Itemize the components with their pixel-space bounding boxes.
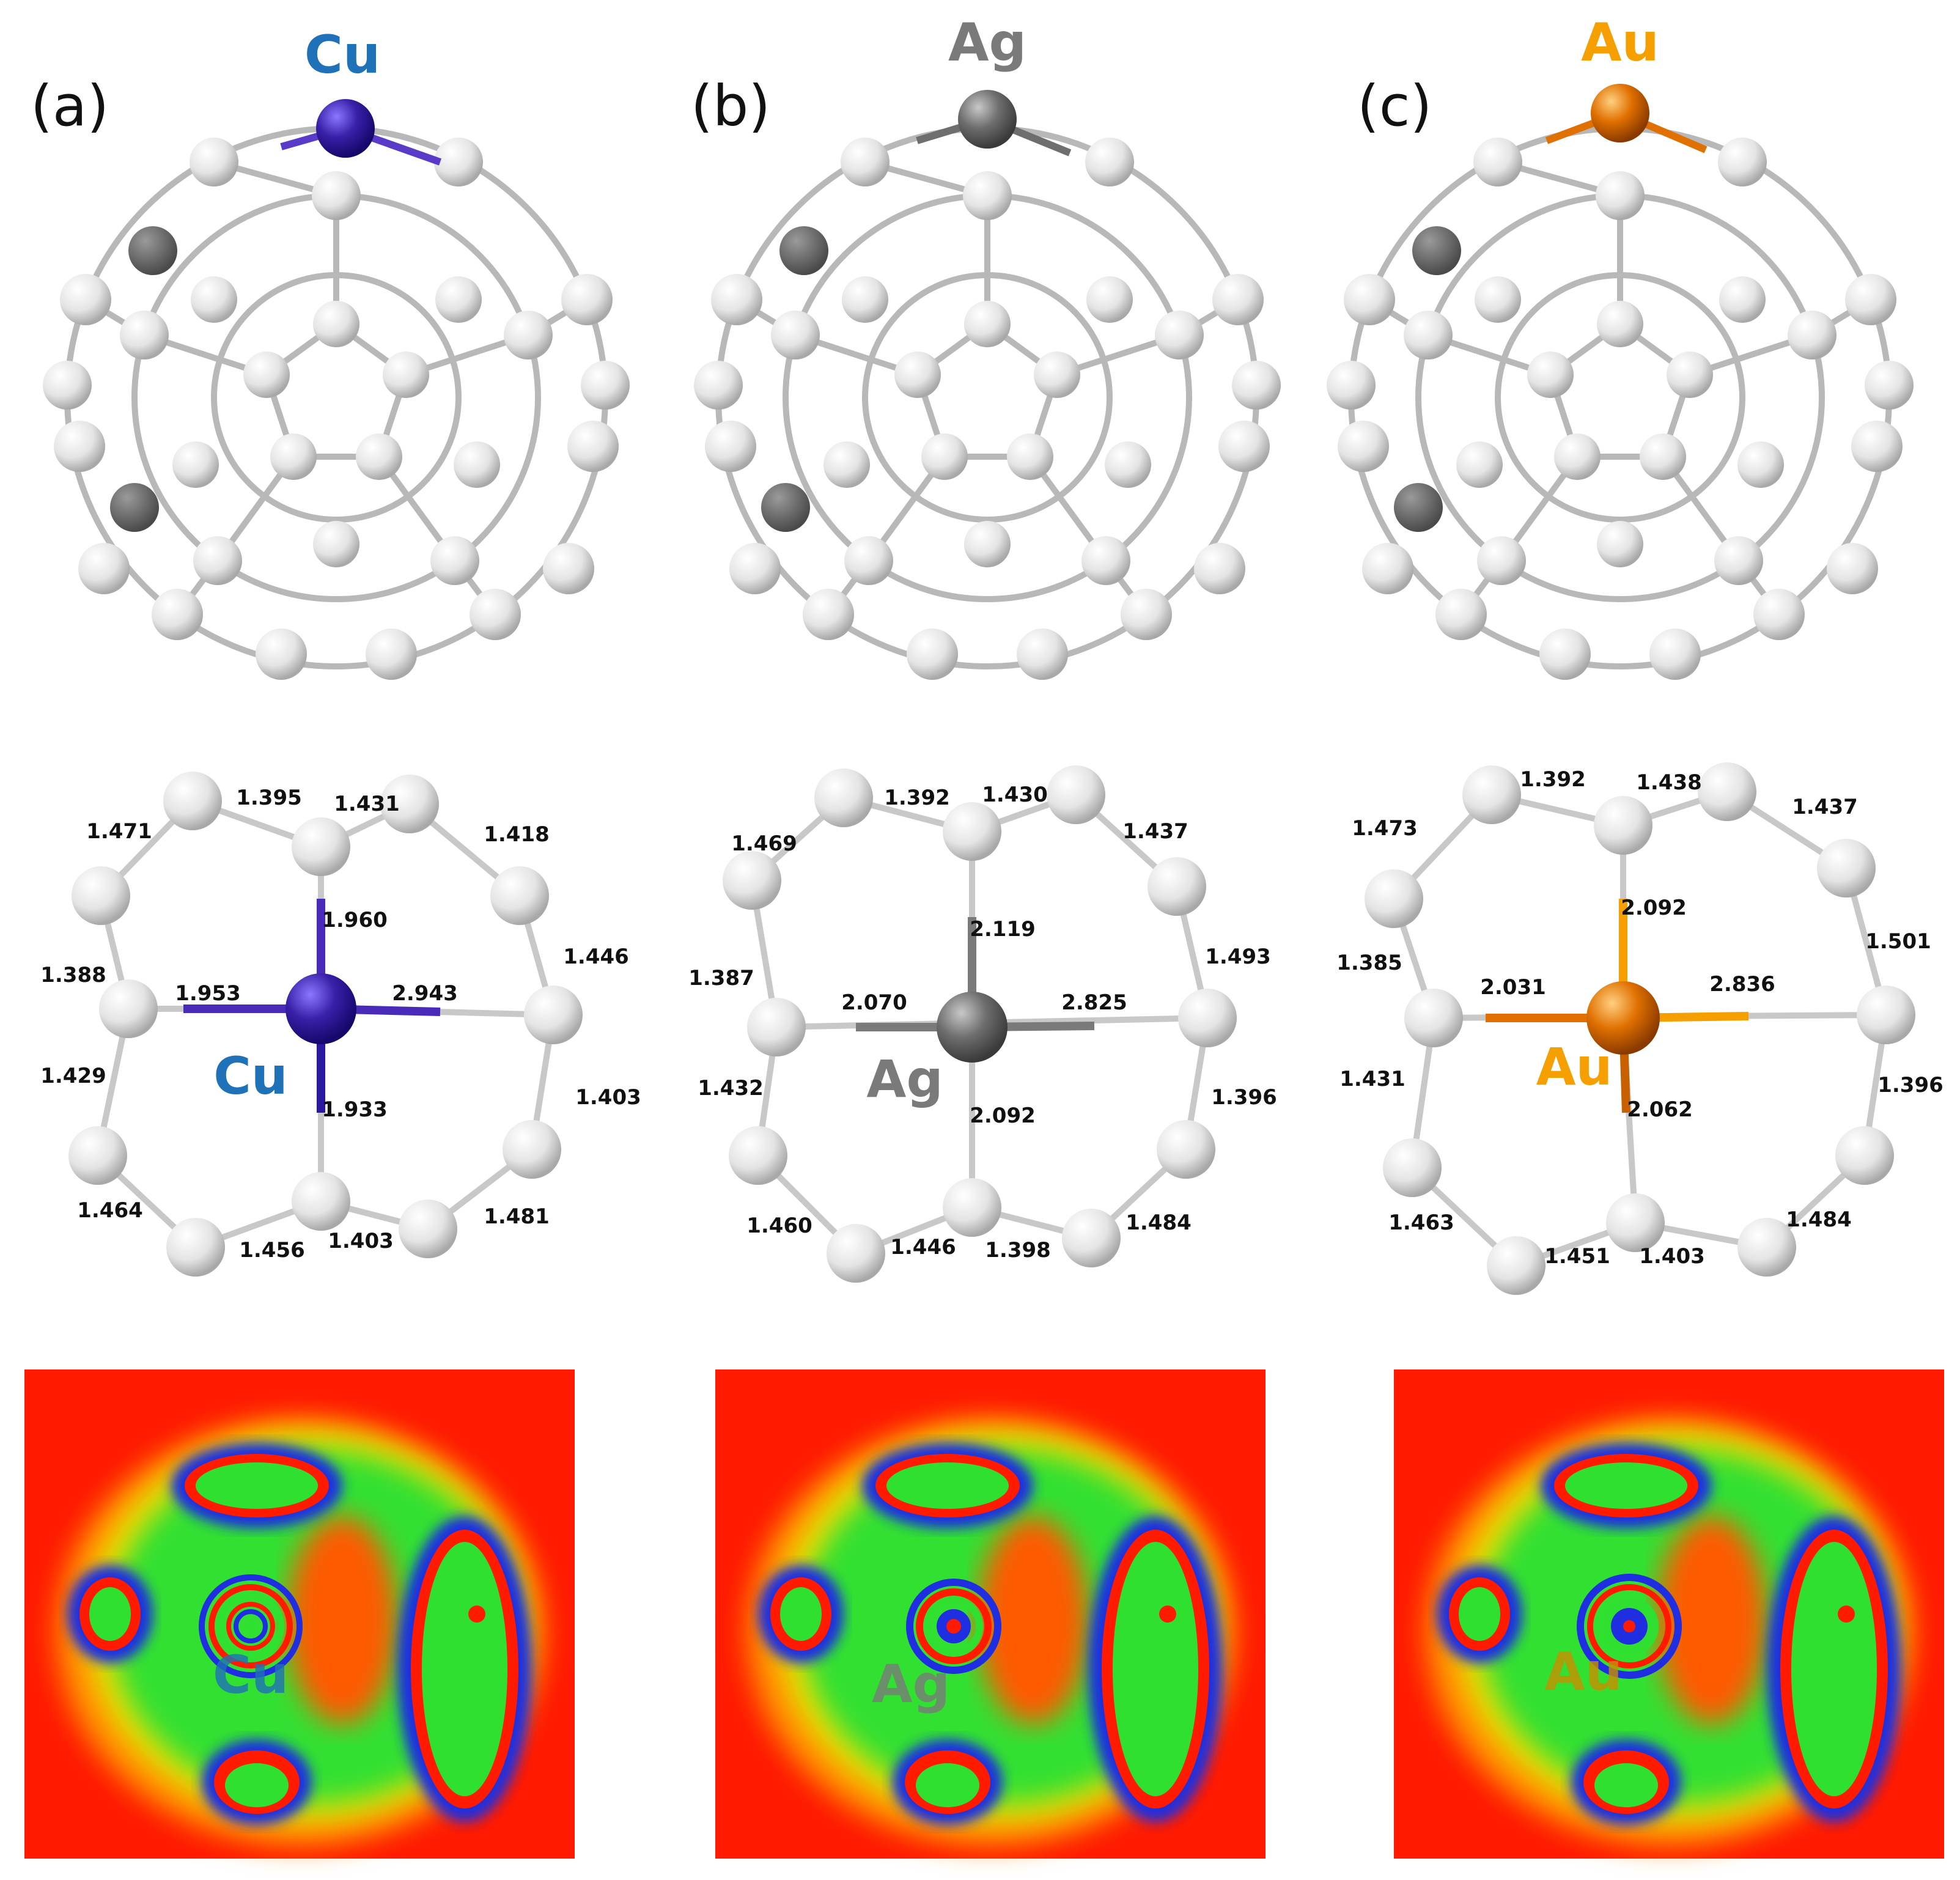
bond-label: 2.119	[970, 917, 1036, 942]
ring-structure-b	[723, 765, 1237, 1283]
elf-map-c	[1394, 1369, 1944, 1859]
metal-label-cu: Cu	[213, 1046, 288, 1106]
bond-label: 1.464	[77, 1198, 143, 1223]
elf-map-b	[715, 1369, 1266, 1859]
bond-label: 1.430	[982, 783, 1048, 807]
bond-label: 1.398	[985, 1238, 1051, 1263]
metal-title-au: Au	[1581, 12, 1659, 73]
bond-label: 1.432	[698, 1076, 764, 1100]
cu-atom-cage	[316, 99, 375, 158]
bond-label: 1.960	[322, 908, 388, 932]
bond-label: 1.418	[484, 822, 550, 847]
bond-label: 1.437	[1792, 795, 1858, 819]
bond-label: 1.388	[40, 963, 106, 987]
ag-atom-cage	[958, 90, 1017, 149]
bond-label: 1.484	[1786, 1207, 1852, 1232]
bond-label: 1.933	[322, 1097, 388, 1122]
bond-label: 1.501	[1865, 929, 1931, 954]
bond-label: 1.953	[175, 981, 241, 1006]
bond-label: 2.825	[1061, 990, 1127, 1015]
bond-label: 1.469	[731, 831, 797, 856]
bond-label: 1.446	[563, 945, 629, 969]
metal-label-ag: Ag	[866, 1049, 943, 1109]
bond-label: 1.392	[1520, 767, 1586, 792]
metal-title-ag: Ag	[948, 12, 1027, 73]
bond-label: 2.836	[1709, 972, 1775, 997]
cu-atom-ring	[286, 973, 356, 1044]
ring-structure-c	[1365, 762, 1915, 1295]
bond-label: 2.062	[1627, 1097, 1693, 1122]
bond-label: 1.396	[1877, 1073, 1943, 1097]
bond-label: 1.451	[1544, 1244, 1610, 1269]
bond-label: 1.438	[1636, 770, 1702, 795]
map-label-au: Au	[1544, 1642, 1623, 1703]
bond-label: 1.395	[236, 786, 302, 810]
map-label-cu: Cu	[212, 1645, 289, 1706]
au-atom-ring	[1586, 981, 1660, 1055]
elf-map-a	[24, 1369, 575, 1859]
bond-label: 1.463	[1388, 1211, 1454, 1235]
bond-label: 1.429	[40, 1064, 106, 1088]
bond-label: 1.481	[484, 1204, 550, 1229]
bond-label: 1.403	[1639, 1244, 1705, 1269]
bond-label: 1.431	[334, 792, 400, 816]
bond-label: 1.431	[1339, 1067, 1406, 1091]
au-atom-cage	[1591, 84, 1649, 142]
bond-label: 1.456	[239, 1238, 305, 1263]
metal-title-cu: Cu	[304, 24, 381, 86]
panel-letter-c: (c)	[1357, 73, 1432, 139]
bond-label: 2.092	[970, 1104, 1036, 1128]
bond-label: 1.403	[328, 1229, 394, 1253]
bond-label: 2.943	[392, 981, 458, 1006]
bond-label: 1.446	[890, 1235, 956, 1259]
bond-label: 1.392	[884, 786, 950, 810]
bond-label: 2.031	[1480, 975, 1546, 1000]
panel-letter-a: (a)	[31, 73, 109, 139]
bond-label: 1.385	[1336, 951, 1402, 975]
bond-label: 1.473	[1352, 816, 1418, 841]
bond-label: 1.387	[688, 966, 754, 990]
bond-label: 2.092	[1621, 896, 1687, 920]
metal-label-au: Au	[1536, 1037, 1613, 1097]
ag-atom-ring	[937, 992, 1008, 1063]
bond-label: 1.484	[1126, 1211, 1192, 1235]
bond-label: 1.471	[86, 819, 152, 844]
panel-letter-b: (b)	[691, 73, 771, 139]
map-label-ag: Ag	[871, 1654, 951, 1715]
bond-label: 1.403	[575, 1085, 641, 1110]
ring-structure-a	[68, 772, 583, 1277]
bond-label: 1.460	[746, 1214, 812, 1238]
bond-label: 1.396	[1211, 1085, 1277, 1110]
bond-label: 1.493	[1205, 945, 1271, 969]
bond-label: 2.070	[841, 990, 907, 1015]
bond-label: 1.437	[1122, 819, 1188, 844]
